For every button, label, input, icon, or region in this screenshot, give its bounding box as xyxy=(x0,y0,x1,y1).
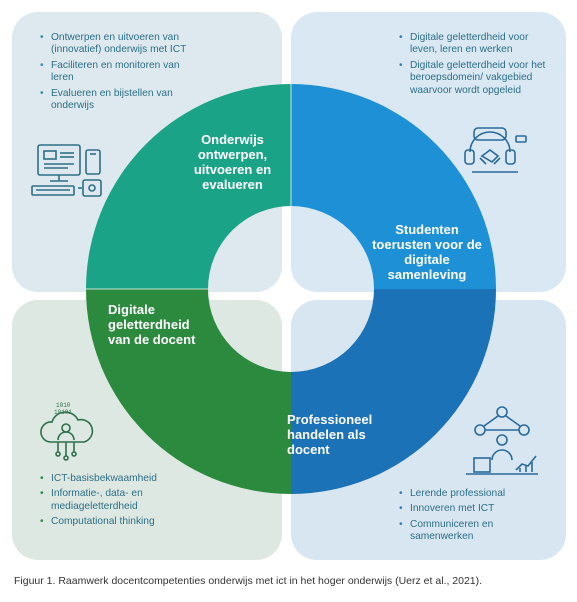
bullet-item: Lerende professional xyxy=(397,488,547,501)
bullet-item: Ontwerpen en uitvoeren van (innovatief) … xyxy=(38,32,198,57)
bullet-item: ICT-basisbekwaamheid xyxy=(38,473,198,486)
bullet-item: Innoveren met ICT xyxy=(397,503,547,516)
bullet-item: Digitale geletterdheid voor het beroepsd… xyxy=(397,60,557,97)
bullet-item: Digitale geletterdheid voor leven, leren… xyxy=(397,32,557,57)
segment-onderwijs xyxy=(86,84,291,289)
segment-professioneel xyxy=(291,289,496,494)
segment-label-digitale: Digitale geletterdheid van de docent xyxy=(108,302,196,347)
bullet-item: Informatie-, data- en mediageletterdheid xyxy=(38,488,198,513)
list-bottom-right: Lerende professional Innoveren met ICT C… xyxy=(397,488,547,547)
bullet-item: Evalueren en bijstellen van onderwijs xyxy=(38,88,198,113)
bullet-item: Computational thinking xyxy=(38,516,198,529)
segment-digitale xyxy=(86,289,291,494)
vr-handshake-icon xyxy=(464,127,527,173)
list-bottom-left: ICT-basisbekwaamheid Informatie-, data- … xyxy=(38,473,198,532)
bullet-item: Faciliteren en monitoren van leren xyxy=(38,60,198,85)
segment-label-onderwijs: Onderwijs ontwerpen, uitvoeren en evalue… xyxy=(193,132,272,192)
segment-label-studenten: Studenten toerusten voor de digitale sam… xyxy=(372,222,482,282)
bullet-item: Communiceren en samenwerken xyxy=(397,519,547,544)
segment-label-professioneel: Professioneel handelen als docent xyxy=(287,412,373,457)
cloud-person-icon: 1010 10101 xyxy=(40,402,94,461)
segment-studenten xyxy=(291,84,496,289)
list-top-left: Ontwerpen en uitvoeren van (innovatief) … xyxy=(38,32,198,115)
computer-workstation-icon xyxy=(31,144,102,197)
svg-text:1010: 1010 xyxy=(56,402,71,409)
network-people-icon xyxy=(466,406,538,475)
figure-caption: Figuur 1. Raamwerk docentcompetenties on… xyxy=(14,575,483,587)
list-top-right: Digitale geletterdheid voor leven, leren… xyxy=(397,32,557,100)
